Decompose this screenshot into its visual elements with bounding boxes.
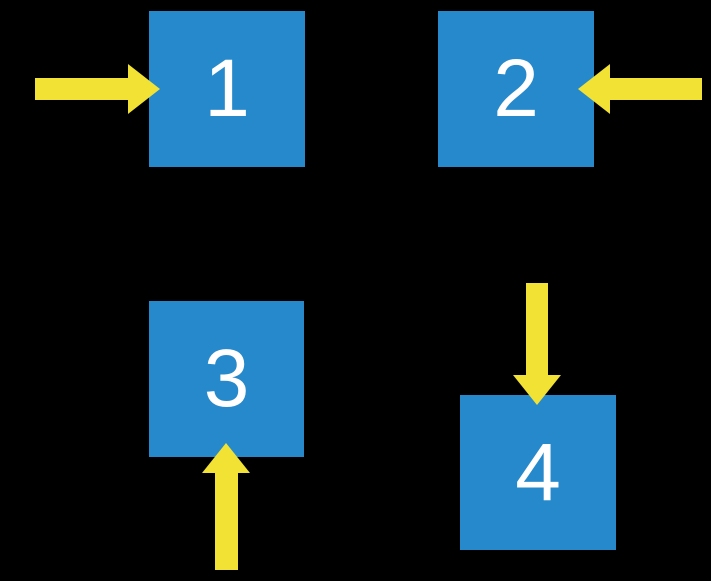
square-4-label: 4 [515, 426, 561, 518]
square-3-label: 3 [203, 333, 250, 424]
arrow-shaft [608, 78, 702, 100]
square-2-label: 2 [493, 43, 539, 134]
arrow-down-icon [513, 283, 562, 405]
arrow-up-icon [202, 443, 250, 570]
square-2: 2 [438, 11, 594, 167]
arrow-shaft [35, 78, 130, 100]
arrow-head [513, 375, 561, 405]
arrow-shaft [215, 471, 238, 570]
square-1: 1 [149, 11, 305, 167]
square-1-label: 1 [204, 43, 250, 134]
arrow-shaft [526, 283, 548, 377]
arrow-head [578, 64, 610, 114]
arrow-head [128, 64, 160, 114]
arrow-right-icon [35, 64, 160, 114]
square-4: 4 [460, 395, 616, 550]
arrow-left-icon [578, 64, 702, 114]
square-3: 3 [149, 301, 304, 457]
arrow-head [202, 443, 250, 473]
